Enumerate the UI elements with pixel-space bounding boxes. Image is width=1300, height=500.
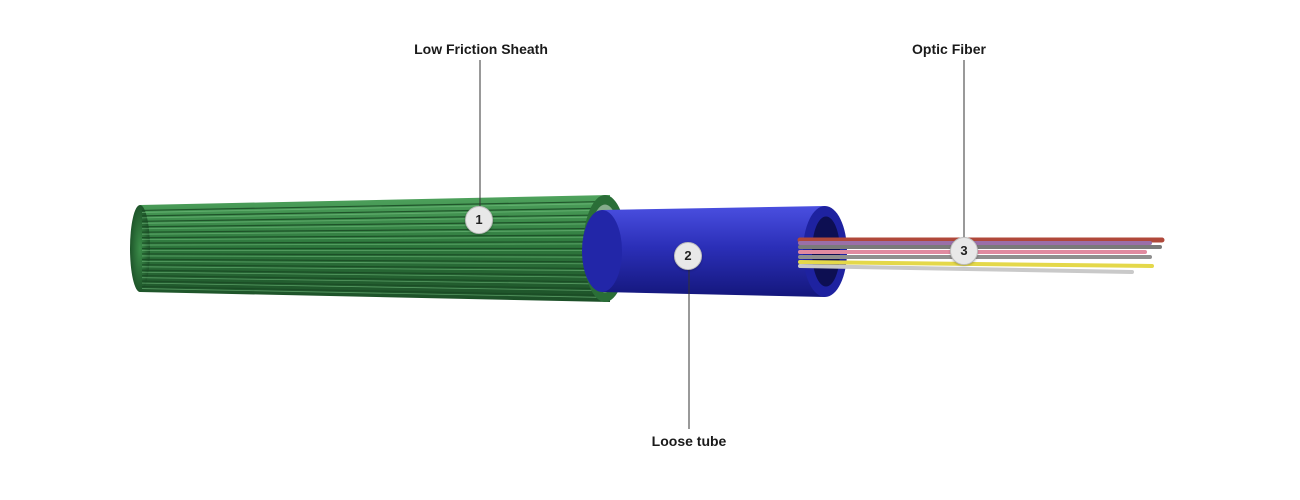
sheath-rib-highlight <box>141 209 599 219</box>
sheath-rib <box>141 234 599 239</box>
badge-3: 3 <box>950 237 978 265</box>
sheath-rib <box>141 264 599 270</box>
sheath-rib <box>141 201 599 212</box>
sheath-rib-highlight <box>141 216 599 224</box>
sheath-rib-highlight <box>141 282 599 292</box>
loose-tube <box>582 206 847 297</box>
sheath-rib-highlight <box>141 277 599 285</box>
sheath-rib-highlight <box>141 271 599 278</box>
sheath-rib <box>141 275 599 283</box>
sheath-rib <box>141 207 599 217</box>
sheath-rib <box>141 241 599 244</box>
sheath-rib-highlight <box>141 243 599 246</box>
sheath-rib-highlight <box>141 255 599 258</box>
label-loose-tube: Loose tube <box>651 433 727 449</box>
sheath-rib-highlight <box>141 260 599 265</box>
leader-lines <box>479 60 965 429</box>
sheath-rib <box>141 280 599 290</box>
badge-1: 1 <box>465 206 493 234</box>
sheath-rib-highlight <box>141 236 599 241</box>
low-friction-sheath <box>130 195 627 302</box>
sheath-rib-highlight <box>141 266 599 271</box>
sheath-rib <box>141 285 599 296</box>
sheath-rib-highlight <box>141 223 599 230</box>
sheath-rib <box>141 269 599 276</box>
sheath-rib <box>141 253 599 256</box>
sheath-rib <box>141 221 599 228</box>
label-low-friction-sheath: Low Friction Sheath <box>414 41 548 57</box>
sheath-rib <box>141 227 599 233</box>
sheath-rib-highlight <box>141 230 599 235</box>
label-optic-fiber: Optic Fiber <box>912 41 986 57</box>
badge-2: 2 <box>674 242 702 270</box>
optic-fibers <box>797 237 1165 274</box>
sheath-rib-highlight <box>141 288 599 298</box>
sheath-rib <box>141 258 599 263</box>
sheath-rib-highlight <box>141 203 599 213</box>
sheath-rib <box>141 214 599 222</box>
